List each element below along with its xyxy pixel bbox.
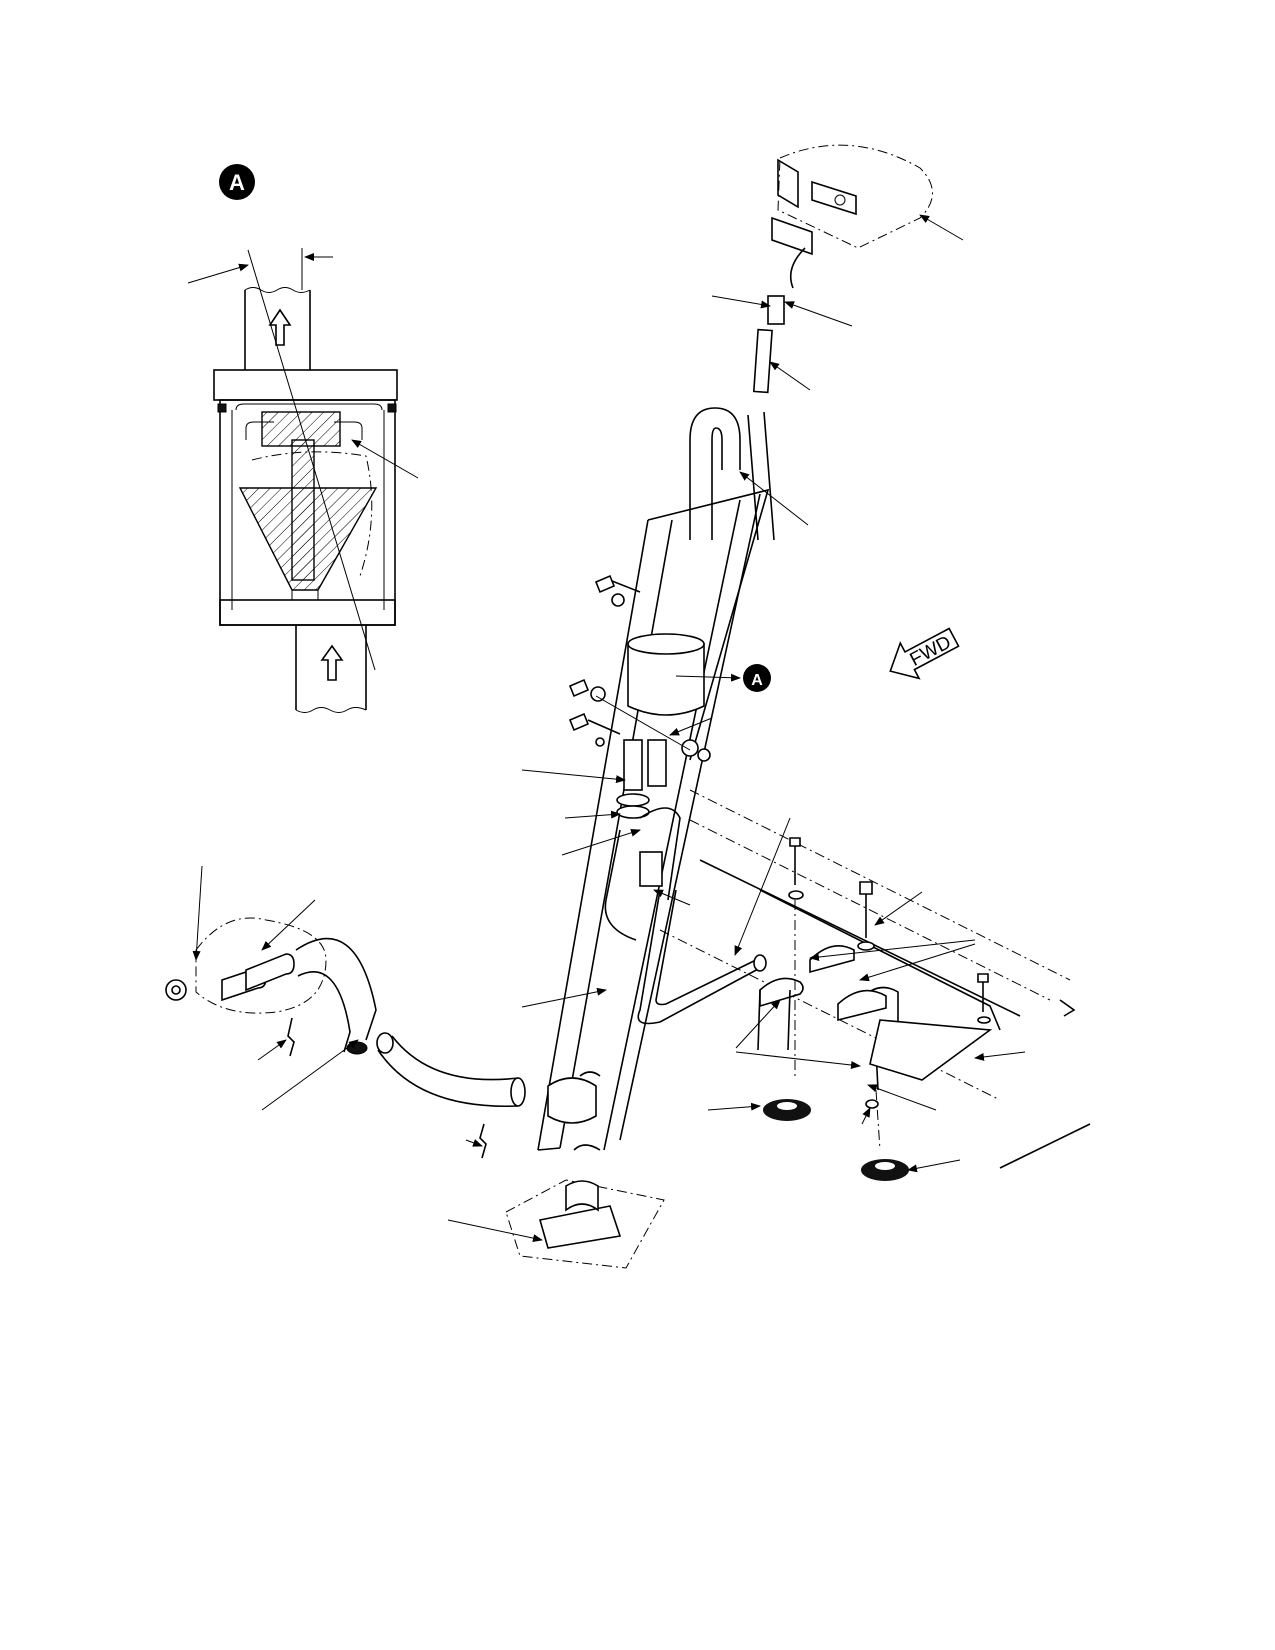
detail-a-badge: A bbox=[219, 164, 255, 200]
detail-a-callout-letter: A bbox=[751, 672, 763, 689]
fwd-direction-arrow: FWD bbox=[889, 627, 960, 680]
valve-poppet bbox=[238, 411, 378, 600]
clamps-and-plate bbox=[735, 891, 1026, 1111]
detail-a-leaders bbox=[187, 248, 419, 671]
left-hose-assembly bbox=[165, 865, 377, 1111]
column-frame bbox=[521, 488, 770, 1151]
column-fasteners bbox=[568, 574, 713, 762]
mid-tube-couplings bbox=[521, 739, 691, 941]
top-coupling bbox=[711, 295, 853, 394]
long-lower-hose bbox=[376, 1032, 526, 1159]
upper-mount-structure bbox=[771, 144, 964, 289]
detail-a-callout bbox=[743, 664, 771, 692]
bottom-fitting bbox=[447, 1071, 665, 1269]
floor-rail bbox=[659, 789, 1091, 1169]
detail-a-badge-letter: A bbox=[229, 170, 245, 195]
mounting-screws bbox=[788, 837, 991, 1151]
top-u-bend-tube bbox=[689, 407, 809, 541]
detail-a-view: A bbox=[187, 164, 419, 713]
lower-tube bbox=[219, 599, 396, 713]
valve-body-in-line: A bbox=[627, 633, 771, 716]
lower-bent-tube bbox=[637, 817, 791, 1025]
grommets bbox=[707, 1099, 961, 1181]
main-assembly-view: A FWD bbox=[165, 144, 1091, 1269]
upper-tube bbox=[244, 287, 311, 370]
